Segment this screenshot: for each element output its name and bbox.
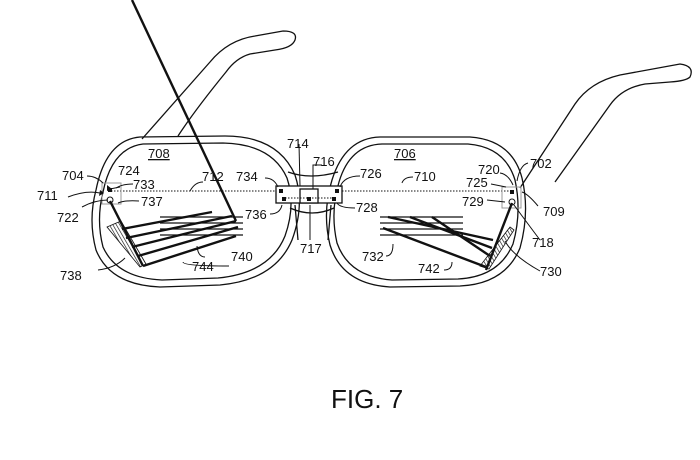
bridge-module (275, 185, 343, 204)
label-709: 709 (543, 204, 565, 219)
left-display-optics (106, 0, 243, 268)
label-725: 725 (466, 175, 488, 190)
label-736: 736 (245, 207, 267, 222)
label-702: 702 (530, 156, 552, 171)
label-710: 710 (414, 169, 436, 184)
label-718: 718 (532, 235, 554, 250)
label-744: 744 (192, 259, 214, 274)
label-714: 714 (287, 136, 309, 151)
left-lens-frame (91, 135, 300, 288)
figure-caption: FIG. 7 (331, 384, 403, 414)
label-708: 708 (148, 146, 170, 161)
label-740: 740 (231, 249, 253, 264)
right-display-optics (380, 202, 515, 271)
label-738: 738 (60, 268, 82, 283)
right-lens-frame (325, 136, 527, 288)
label-726: 726 (360, 166, 382, 181)
label-742: 742 (418, 261, 440, 276)
label-730: 730 (540, 264, 562, 279)
leader-lines (67, 143, 541, 272)
label-722: 722 (57, 210, 79, 225)
label-716: 716 (313, 154, 335, 169)
label-717: 717 (300, 241, 322, 256)
right-temple-arm (519, 63, 692, 189)
label-704: 704 (62, 168, 84, 183)
label-728: 728 (356, 200, 378, 215)
label-706: 706 (394, 146, 416, 161)
label-729: 729 (462, 194, 484, 209)
label-737: 737 (141, 194, 163, 209)
label-712: 712 (202, 169, 224, 184)
label-733: 733 (133, 177, 155, 192)
label-720: 720 (478, 162, 500, 177)
bridge (287, 171, 339, 241)
label-734: 734 (236, 169, 258, 184)
left-temple-arm (141, 30, 297, 140)
label-724: 724 (118, 163, 140, 178)
label-732: 732 (362, 249, 384, 264)
label-711: 711 (37, 188, 58, 203)
